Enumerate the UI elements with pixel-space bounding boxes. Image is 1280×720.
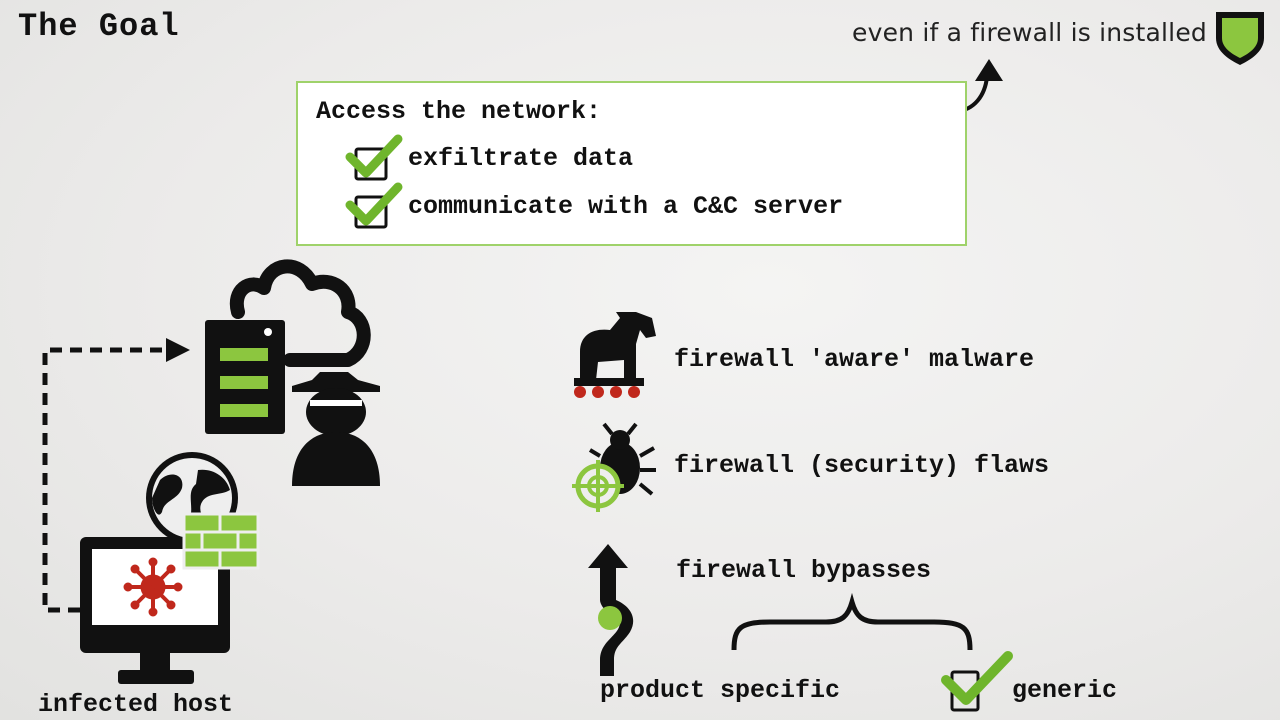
bypass-product-specific-label: product specific: [600, 676, 841, 705]
method-flaws-label: firewall (security) flaws: [674, 451, 1050, 480]
firewall-note: even if a firewall is installed: [852, 18, 1207, 47]
bypass-generic-label: generic: [1012, 676, 1118, 705]
infected-host-label: infected host: [38, 690, 234, 719]
firewall-brick-icon: [182, 512, 260, 570]
method-malware-label: firewall 'aware' malware: [674, 345, 1035, 374]
goal-item-exfiltrate: exfiltrate data: [408, 144, 634, 173]
cloud-icon: [229, 259, 371, 367]
goal-item-cnc: communicate with a C&C server: [408, 192, 844, 221]
slide-title: The Goal: [18, 8, 180, 45]
curly-brace: [731, 592, 973, 651]
spy-icon: [292, 372, 380, 486]
checkbox-checked-icon: [345, 134, 403, 181]
checkbox-checked-icon: [941, 651, 1013, 712]
goal-box: Access the network: exfiltrate data comm…: [296, 81, 967, 246]
trojan-horse-icon: [574, 312, 656, 398]
bug-target-icon: [572, 422, 656, 512]
bypass-arrow-icon: [588, 544, 634, 676]
checkbox-checked-icon: [345, 182, 403, 229]
server-icon: [205, 320, 285, 434]
goal-title: Access the network:: [316, 97, 602, 126]
method-bypass-label: firewall bypasses: [676, 556, 932, 585]
dashed-connection-arrow: [42, 338, 190, 613]
shield-icon: [1216, 12, 1264, 65]
virus-icon: [123, 557, 183, 617]
